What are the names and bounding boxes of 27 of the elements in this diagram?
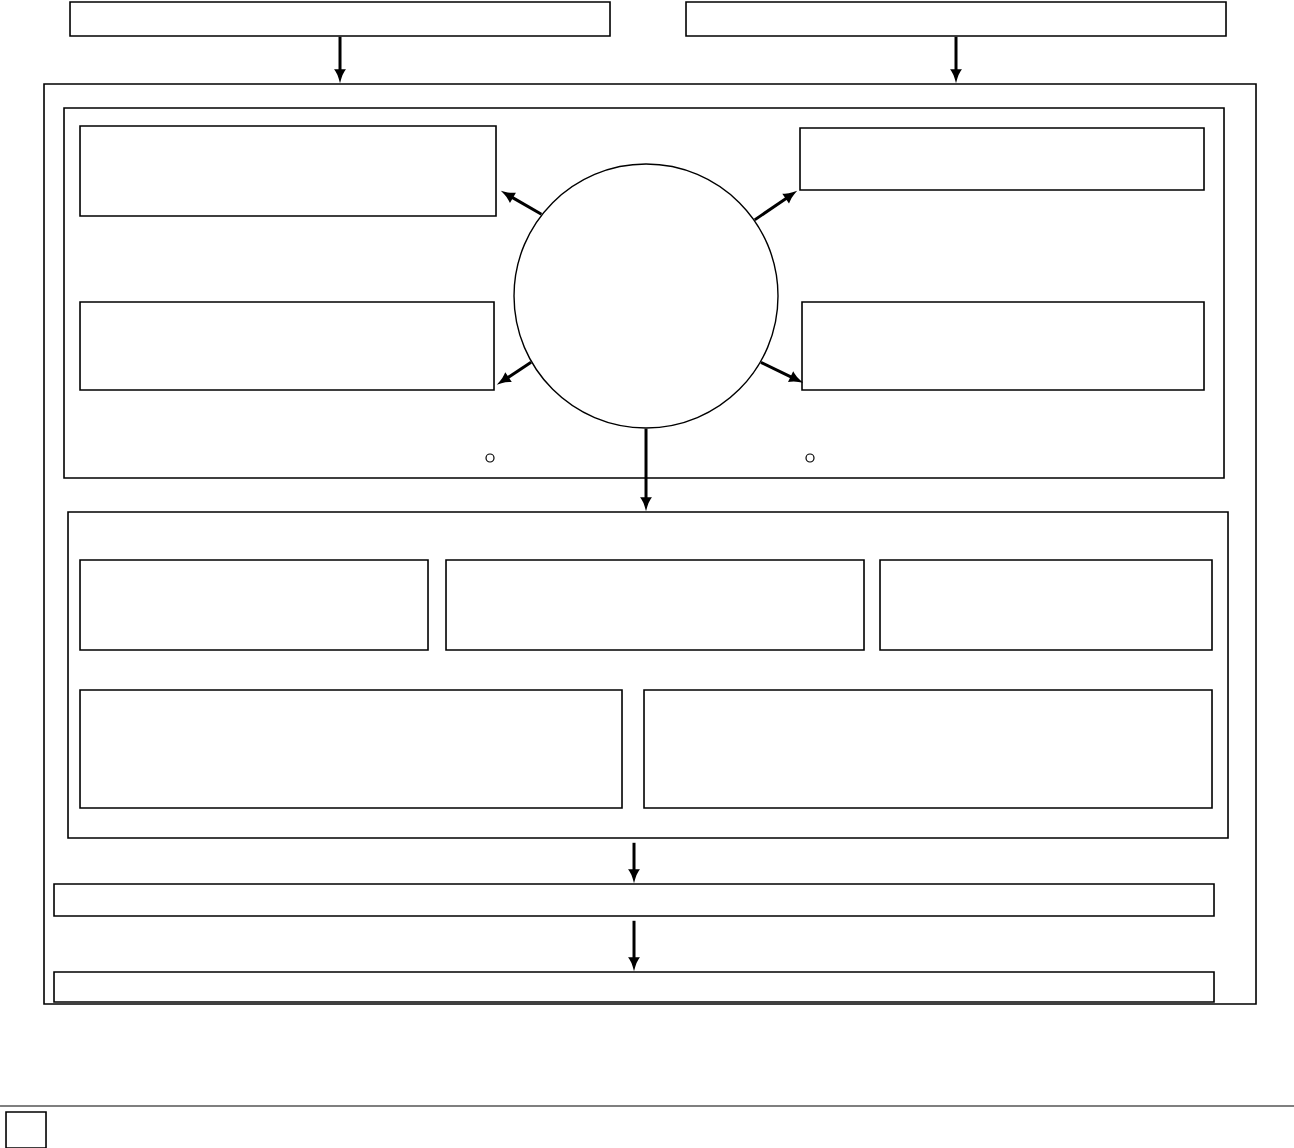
arrow [335, 36, 345, 80]
empty-box [79, 301, 495, 391]
arrow [499, 361, 532, 384]
panel-frame [63, 107, 1225, 479]
empty-box [643, 689, 1213, 809]
empty-box [445, 559, 865, 651]
empty-box [879, 559, 1213, 651]
circle [513, 163, 779, 429]
empty-box [5, 1111, 47, 1148]
empty-box [79, 559, 429, 651]
empty-box [53, 971, 1215, 1003]
arrow [629, 920, 639, 968]
arrow [951, 36, 961, 80]
empty-box [53, 883, 1215, 917]
empty-box [69, 1, 611, 37]
arrow [629, 842, 639, 880]
arrow [753, 192, 795, 222]
arrow [641, 428, 651, 508]
empty-box [685, 1, 1227, 37]
panel-frame [67, 511, 1229, 839]
arrow [760, 361, 800, 382]
empty-box [79, 125, 497, 217]
empty-box [79, 689, 623, 809]
outer-frame [43, 83, 1257, 1005]
empty-box [799, 127, 1205, 191]
arrow [503, 191, 543, 216]
empty-box [801, 301, 1205, 391]
